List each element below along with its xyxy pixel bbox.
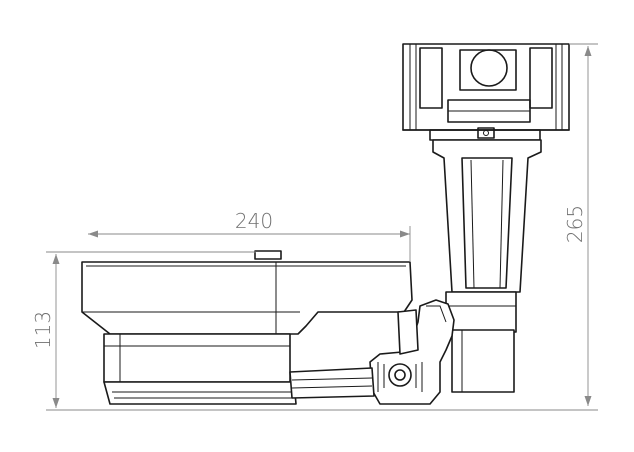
dimension-total-height-label: 265 [563, 205, 587, 243]
mount-arm [432, 139, 542, 393]
dimension-camera-height: 113 [31, 251, 256, 408]
dimension-total-height: 265 [563, 43, 598, 406]
dimension-width-label: 240 [235, 209, 273, 233]
camera-housing [81, 250, 413, 335]
dimension-width: 240 [88, 209, 411, 262]
mount-junction-box [402, 43, 570, 141]
camera-lower-body [103, 333, 297, 405]
dimension-camera-height-label: 113 [31, 311, 55, 349]
camera-connector [289, 309, 419, 399]
